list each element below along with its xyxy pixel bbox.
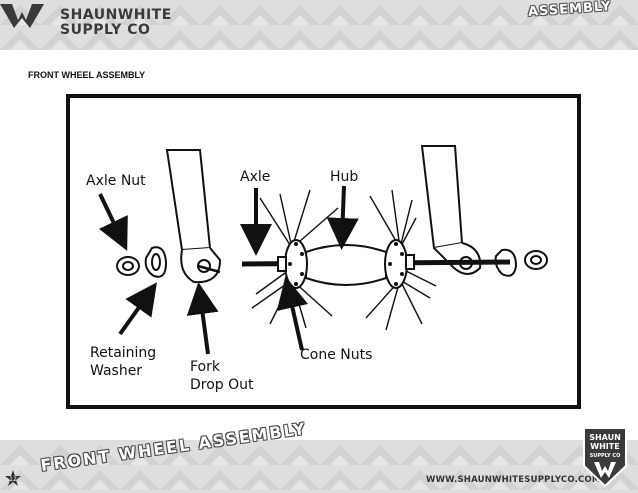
page-number: 12 (9, 476, 17, 483)
label-hub: Hub (330, 169, 359, 185)
label-axle-nut: Axle Nut (86, 173, 146, 189)
brand-wordmark: SHAUNWHITE SUPPLY CO (60, 8, 172, 38)
label-retaining-washer: Retaining Washer (90, 344, 156, 380)
shield-line3: SUPPLY CO (590, 453, 621, 459)
tribal-pattern-footer (0, 440, 638, 493)
label-fork-line2: Drop Out (190, 377, 254, 393)
shield-logo-icon: SHAUN WHITE SUPPLY CO (583, 427, 627, 488)
arrow-hub (326, 185, 359, 250)
shield-line1: SHAUN (589, 433, 621, 442)
diagram-frame: Axle Nut Axle Hub Retaining Washer Fork … (66, 94, 581, 409)
arrow-retaining-washer (118, 282, 157, 336)
right-fork-leg (420, 145, 464, 250)
label-retaining-line1: Retaining (90, 345, 157, 361)
label-axle: Axle (240, 169, 271, 185)
brand-line1: SHAUNWHITE (60, 7, 172, 23)
brand-line2: SUPPLY CO (60, 22, 151, 38)
label-retaining-line2: Washer (90, 363, 143, 379)
header-band: SHAUNWHITE SUPPLY CO ASSEMBLY (0, 0, 638, 50)
label-cone-nuts: Cone Nuts (300, 347, 373, 363)
hub-body (305, 244, 387, 286)
left-cone-nut (277, 256, 287, 272)
label-fork-drop-out: Fork Drop Out (190, 358, 254, 394)
page-number-star-icon: 12 (5, 470, 21, 486)
arrow-cone-nuts (276, 276, 309, 351)
right-fork-dropout (433, 242, 482, 275)
website-url[interactable]: WWW.SHAUNWHITESUPPLYCO.COM (426, 475, 601, 485)
arrow-fork-drop-out (186, 282, 219, 355)
section-title: FRONT WHEEL ASSEMBLY (28, 70, 146, 80)
tribal-pattern (0, 0, 638, 50)
arrow-axle-nut (98, 193, 128, 251)
shield-line2: WHITE (590, 442, 619, 451)
label-fork-line1: Fork (190, 359, 220, 375)
left-fork-leg (165, 149, 212, 252)
sw-wings-logo-icon (0, 4, 44, 28)
footer-band (0, 440, 638, 493)
right-cone-nut (405, 254, 415, 270)
wheel-assembly-diagram (98, 145, 548, 355)
